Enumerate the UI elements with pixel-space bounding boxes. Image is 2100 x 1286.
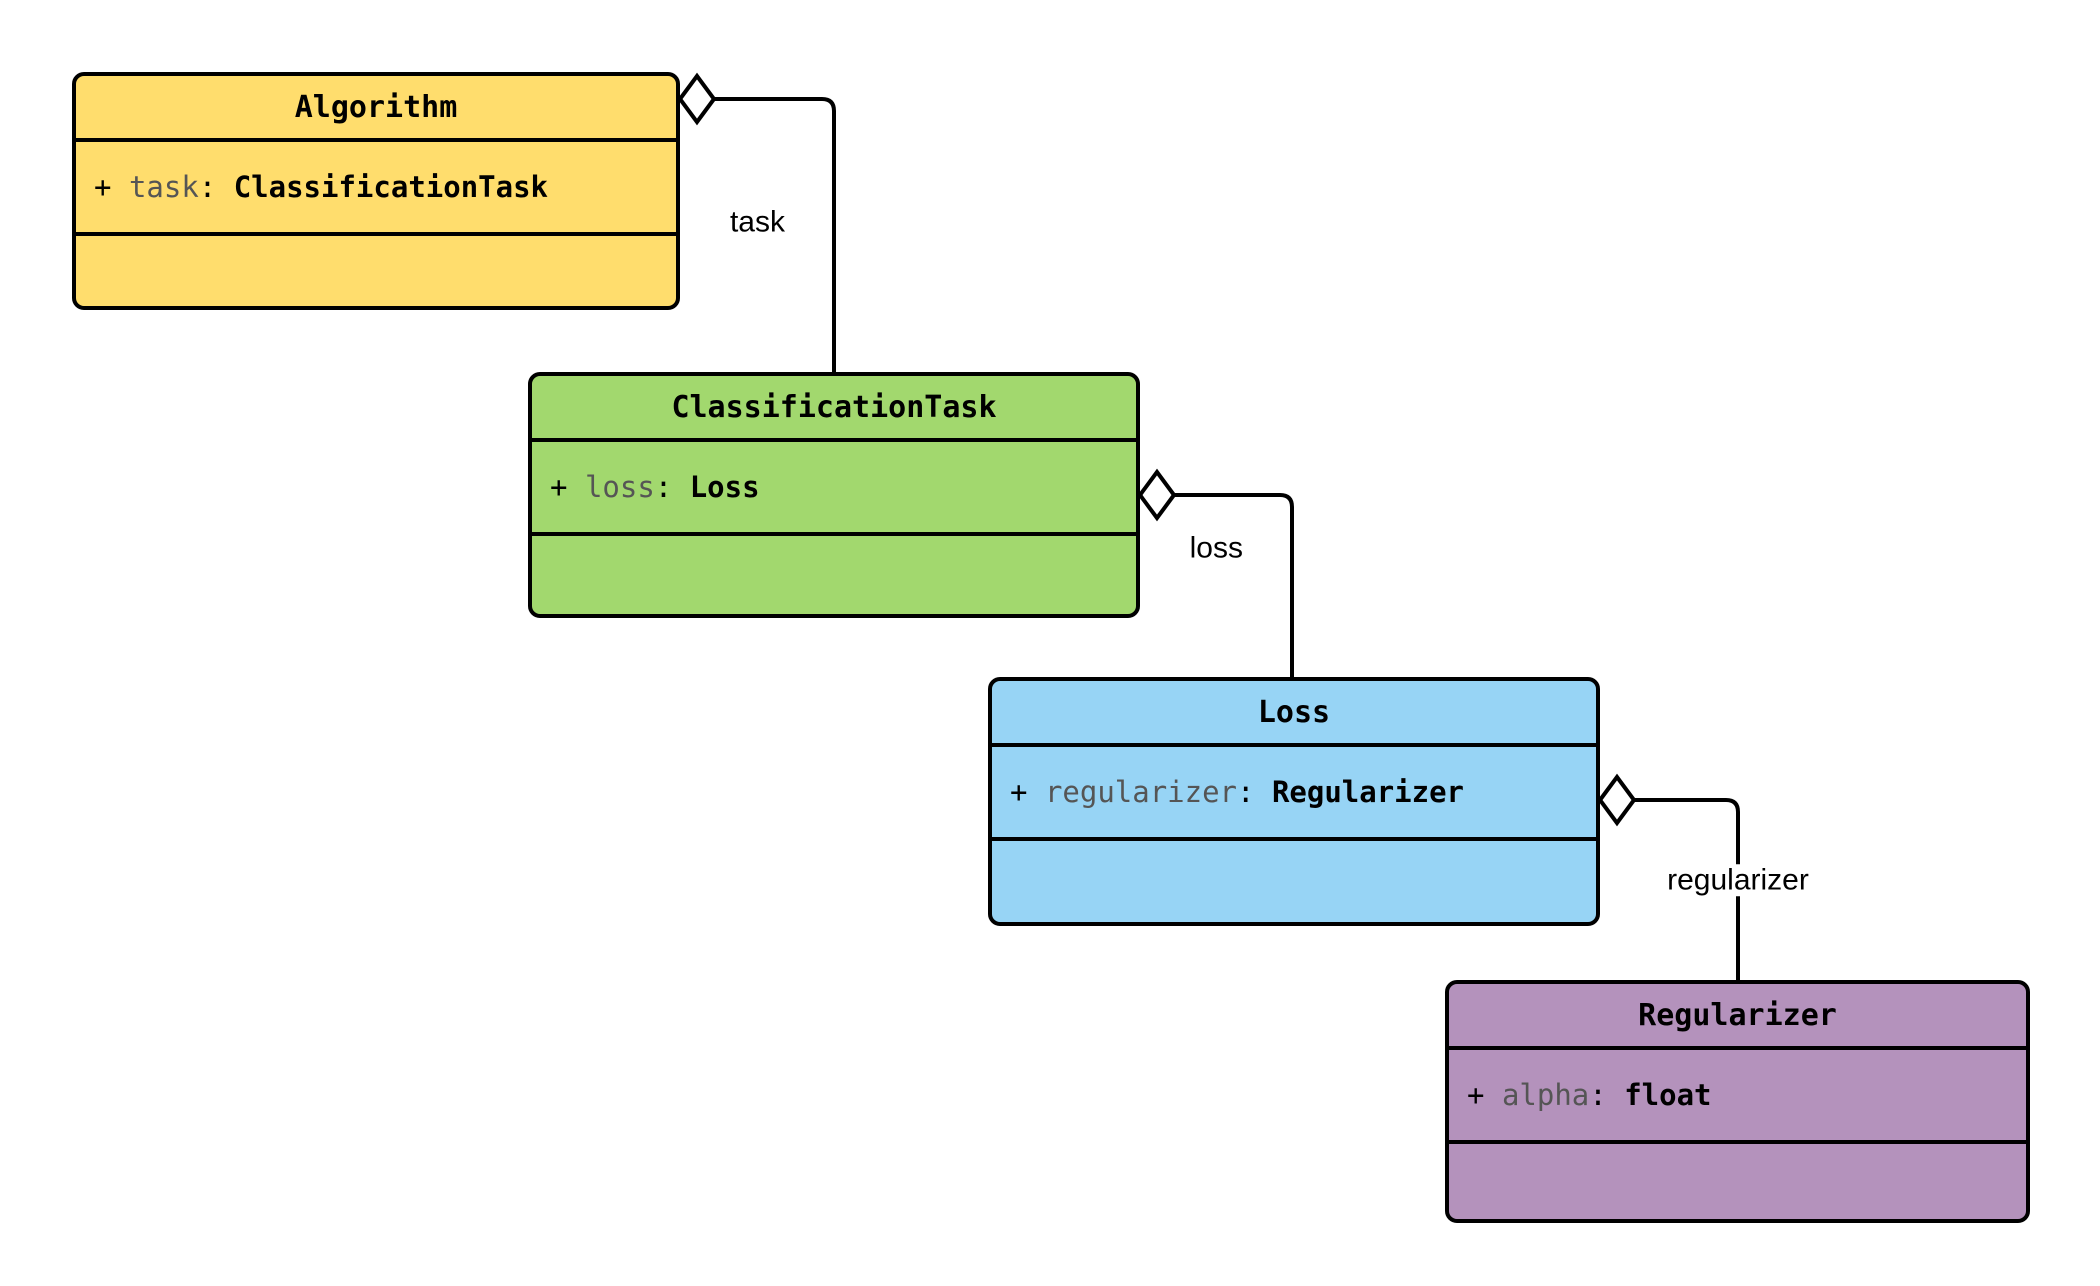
class-attribute-regularizer: + alpha : float	[1449, 1050, 2026, 1144]
edge-label-regularizer: regularizer	[1662, 864, 1814, 896]
attribute-visibility: +	[1467, 1078, 1485, 1112]
attribute-space	[111, 170, 128, 204]
attribute-colon: :	[1589, 1078, 1607, 1112]
attribute-space-2	[216, 170, 233, 204]
edge-label-loss: loss	[1184, 532, 1248, 564]
attribute-colon: :	[198, 170, 217, 204]
attribute-name: loss	[584, 470, 655, 504]
attribute-space-2	[1254, 775, 1271, 809]
attribute-type: float	[1624, 1078, 1712, 1112]
attribute-name: regularizer	[1044, 775, 1237, 809]
class-methods-algorithm	[76, 236, 676, 306]
attribute-space-2	[1607, 1078, 1624, 1112]
attribute-type: Loss	[689, 470, 760, 504]
attribute-type: Regularizer	[1271, 775, 1464, 809]
attribute-space	[1484, 1078, 1501, 1112]
class-box-classificationtask[interactable]: ClassificationTask + loss : Loss	[528, 372, 1140, 618]
class-name-loss: Loss	[992, 681, 1596, 747]
class-box-algorithm[interactable]: Algorithm + task : ClassificationTask	[72, 72, 680, 310]
attribute-type: ClassificationTask	[233, 170, 548, 204]
attribute-visibility: +	[94, 170, 112, 204]
class-name-algorithm: Algorithm	[76, 76, 676, 142]
class-box-loss[interactable]: Loss + regularizer : Regularizer	[988, 677, 1600, 926]
class-attribute-algorithm: + task : ClassificationTask	[76, 142, 676, 236]
attribute-space-2	[672, 470, 689, 504]
relationship-loss	[1137, 468, 1294, 677]
attribute-visibility: +	[550, 470, 568, 504]
aggregation-diamond-regularizer	[1597, 773, 1637, 827]
aggregation-diamond-loss	[1137, 468, 1177, 522]
attribute-name: task	[128, 170, 199, 204]
class-name-regularizer: Regularizer	[1449, 984, 2026, 1050]
class-name-classificationtask: ClassificationTask	[532, 376, 1136, 442]
aggregation-diamond-task	[677, 72, 717, 126]
class-methods-regularizer	[1449, 1144, 2026, 1219]
class-attribute-loss: + regularizer : Regularizer	[992, 747, 1596, 841]
class-box-regularizer[interactable]: Regularizer + alpha : float	[1445, 980, 2030, 1223]
class-attribute-classificationtask: + loss : Loss	[532, 442, 1136, 536]
edge-label-task: task	[724, 206, 790, 238]
attribute-space	[1027, 775, 1044, 809]
class-methods-loss	[992, 841, 1596, 922]
edge-line-loss	[1174, 493, 1294, 677]
class-methods-classificationtask	[532, 536, 1136, 614]
attribute-colon: :	[1237, 775, 1255, 809]
attribute-colon: :	[654, 470, 673, 504]
attribute-name: alpha	[1501, 1078, 1590, 1112]
attribute-visibility: +	[1010, 775, 1028, 809]
attribute-space	[567, 470, 584, 504]
